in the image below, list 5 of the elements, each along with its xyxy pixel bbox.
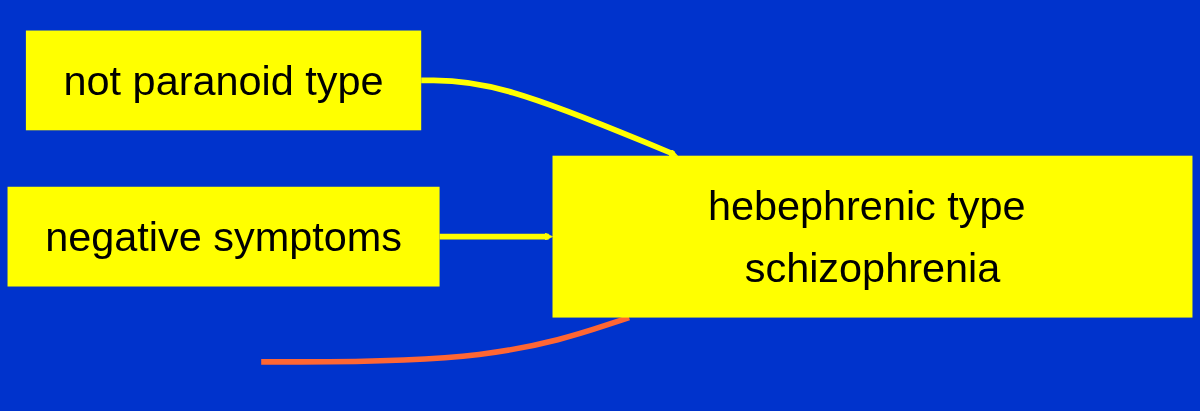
node-box: hebephrenic type schizophrenia [552,155,1193,318]
arrow [439,232,553,241]
arrow [421,77,678,157]
node-box: not paranoid type [25,30,422,131]
node-box: negative symptoms [7,186,440,287]
